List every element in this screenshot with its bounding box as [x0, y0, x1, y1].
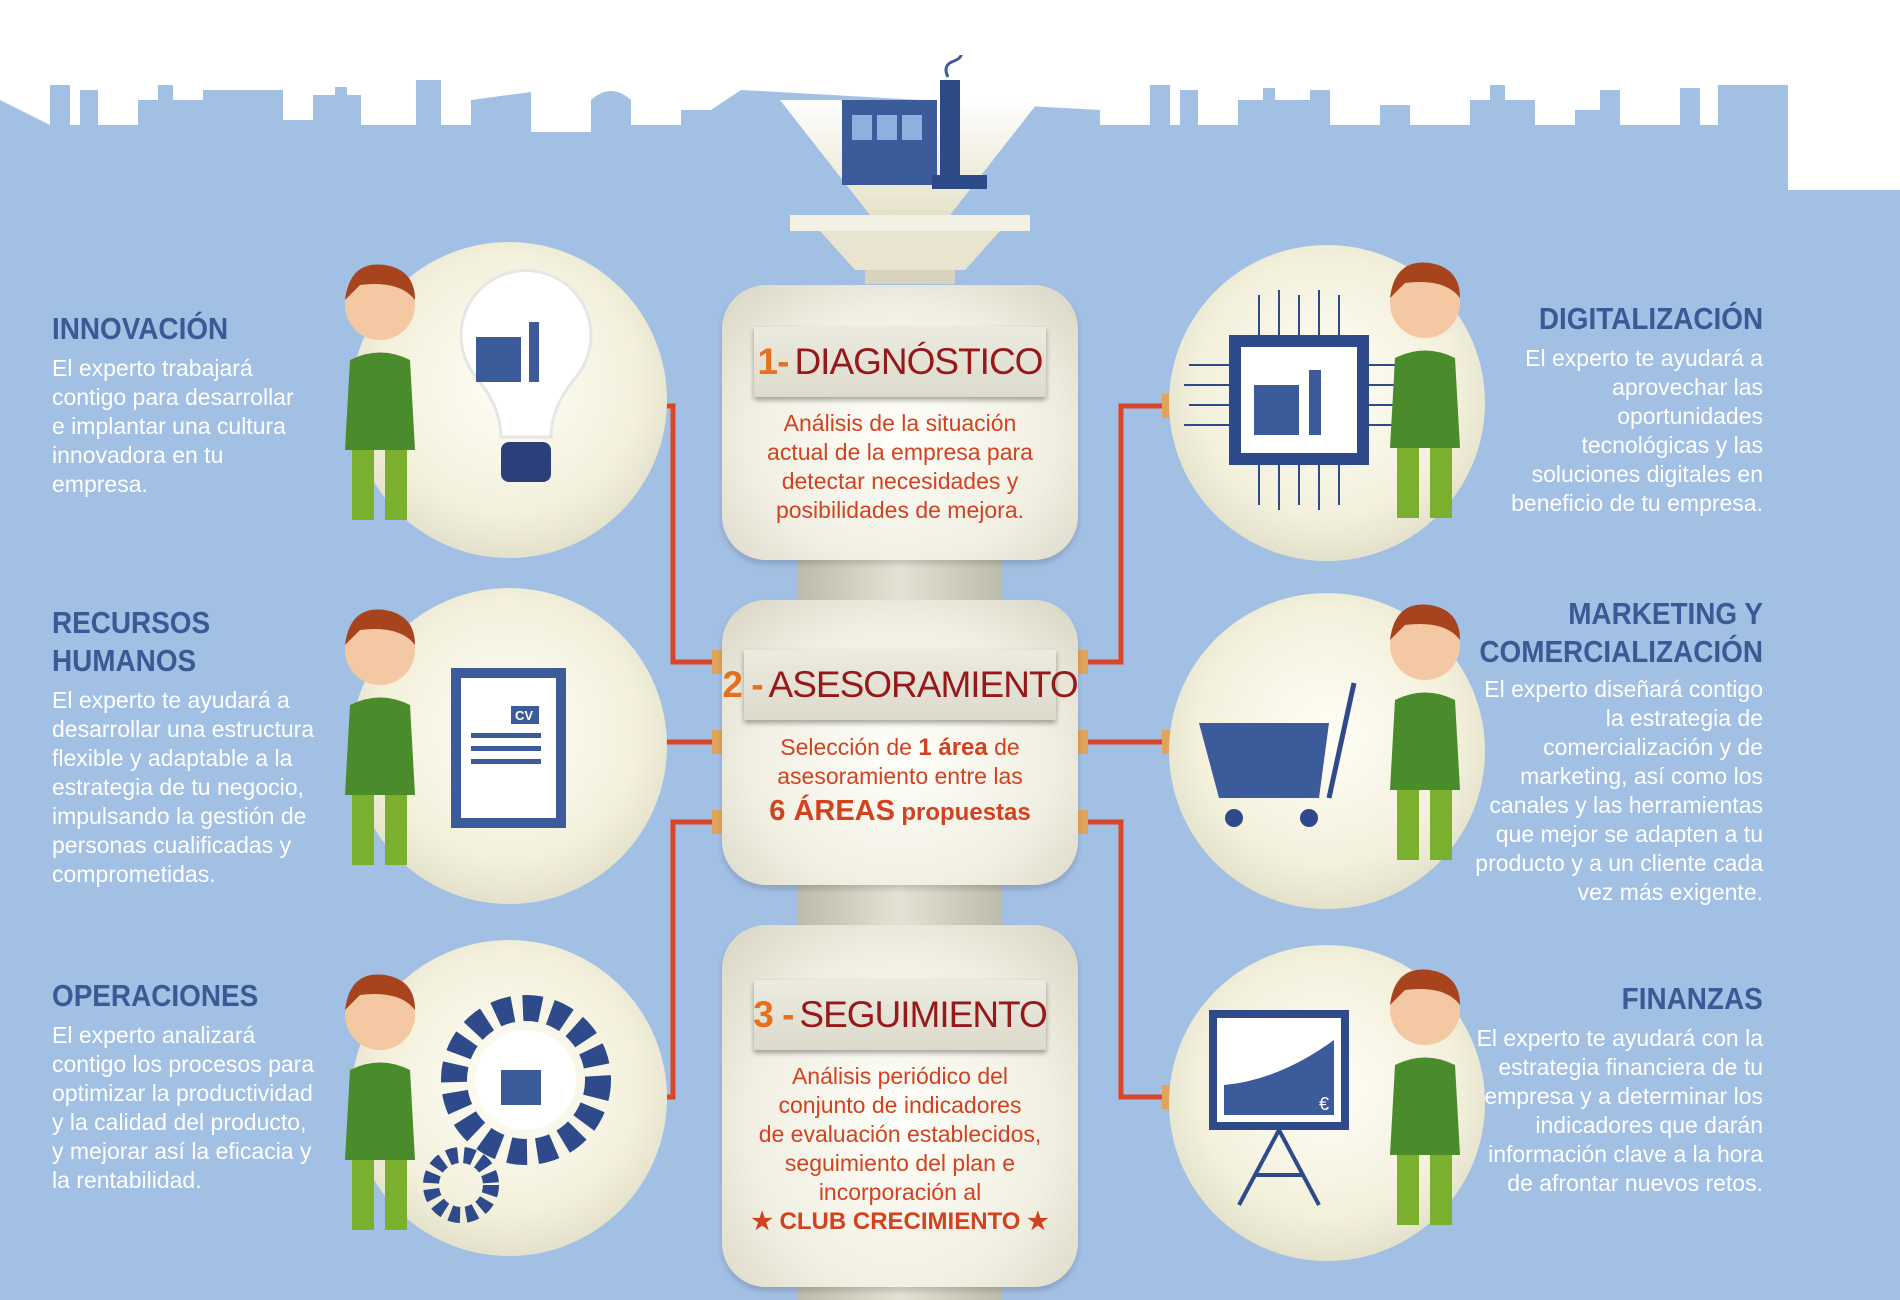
area-text: El experto te ayudará a desarrollar una … — [52, 687, 315, 887]
desc-highlight: 6 ÁREAS — [769, 795, 895, 827]
area-text: El experto te ayudará a aprovechar las o… — [1511, 345, 1763, 516]
step-number: 1- — [757, 341, 790, 382]
desc-line: Análisis periódico del — [791, 1063, 1009, 1089]
step-description: Análisis de la situación actual de la em… — [732, 409, 1068, 525]
desc-text: de — [994, 734, 1020, 760]
euro-symbol: € — [1319, 1094, 1329, 1114]
desc-line: incorporación al — [818, 1179, 982, 1205]
desc-line: de evaluación establecidos, — [758, 1121, 1042, 1147]
desc-text: Selección de — [780, 734, 912, 760]
cv-document-icon: CV — [451, 668, 566, 828]
step-title: ASESORAMIENTO — [768, 664, 1079, 705]
step-title-label: 2 -ASESORAMIENTO — [722, 650, 1079, 720]
step-title: DIAGNÓSTICO — [794, 341, 1043, 382]
desc-text: asesoramiento entre las — [777, 763, 1023, 789]
step-description: Selección de 1 área de asesoramiento ent… — [732, 733, 1068, 827]
club-crecimiento: ★ CLUB CRECIMIENTO ★ — [751, 1208, 1049, 1235]
step-seguimiento: 3 -SEGUIMIENTO Análisis periódico del co… — [722, 925, 1078, 1287]
gear-icon — [423, 995, 611, 1223]
desc-line: Análisis de la situación — [783, 410, 1017, 436]
area-title: FINANZAS — [1621, 981, 1763, 1016]
expert-avatar — [1390, 969, 1460, 1225]
area-text: El experto analizará contigo los proceso… — [52, 1022, 315, 1193]
area-title: RECURSOS HUMANOS — [52, 605, 211, 678]
step-title: SEGUIMIENTO — [799, 994, 1047, 1035]
area-text: El experto trabajará contigo para desarr… — [52, 355, 294, 497]
step-asesoramiento: 2 -ASESORAMIENTO Selección de 1 área de … — [722, 600, 1079, 885]
pillar-connector — [798, 560, 1002, 605]
desc-line: seguimiento del plan e — [784, 1150, 1016, 1176]
step-number: 2 - — [722, 664, 763, 705]
pillar-connector — [798, 882, 1002, 930]
desc-line: conjunto de indicadores — [778, 1092, 1022, 1118]
pillar-connector — [798, 1285, 1002, 1300]
lightbulb-icon — [459, 268, 593, 482]
step-diagnostico: 1-DIAGNÓSTICO Análisis de la situación a… — [722, 285, 1078, 560]
expert-avatar — [345, 974, 415, 1230]
desc-text: propuestas — [901, 799, 1031, 826]
expert-avatar — [1390, 604, 1460, 860]
desc-line: posibilidades de mejora. — [775, 497, 1025, 523]
step-number: 3 - — [753, 994, 794, 1035]
chart-board-icon: € — [1209, 1010, 1349, 1206]
expert-avatar — [345, 264, 415, 520]
desc-highlight: 1 área — [918, 734, 988, 761]
chip-icon — [1184, 290, 1414, 510]
step-title-label: 1-DIAGNÓSTICO — [754, 327, 1046, 397]
step-description: Análisis periódico del conjunto de indic… — [722, 1062, 1078, 1236]
factory-funnel-icon — [780, 55, 1040, 284]
area-title: INNOVACIÓN — [52, 311, 229, 346]
shopping-cart-icon — [1199, 682, 1357, 827]
expert-avatar — [345, 609, 415, 865]
expert-avatar — [1390, 262, 1460, 518]
area-title: OPERACIONES — [52, 978, 259, 1013]
area-text: El experto te ayudará con la estrategia … — [1476, 1025, 1763, 1196]
area-title: MARKETING Y COMERCIALIZACIÓN — [1479, 596, 1763, 669]
area-title: DIGITALIZACIÓN — [1538, 301, 1763, 336]
area-text: El experto diseñará contigo la estrategi… — [1475, 676, 1763, 905]
step-title-label: 3 -SEGUIMIENTO — [753, 980, 1048, 1050]
cv-label: CV — [515, 708, 533, 723]
desc-line: actual de la empresa para — [767, 439, 1033, 465]
desc-line: detectar necesidades y — [781, 468, 1019, 494]
